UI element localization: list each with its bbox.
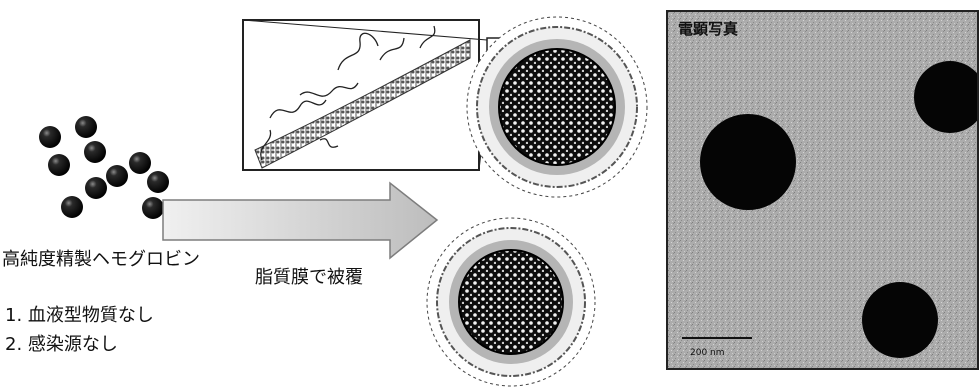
lipid-vesicle-upper — [467, 17, 647, 197]
process-label: 脂質膜で被覆 — [255, 263, 363, 289]
lipid-vesicle-lower — [427, 218, 595, 386]
scale-bar-label: 200 nm — [690, 348, 725, 358]
feature-item-1: 1. 血液型物質なし — [5, 301, 154, 327]
process-arrow — [163, 183, 437, 258]
micrograph-title: 電顕写真 — [678, 18, 738, 39]
feature-item-2: 2. 感染源なし — [5, 330, 118, 356]
micrograph-image — [668, 12, 979, 370]
electron-micrograph: 電顕写真 200 nm — [666, 10, 979, 370]
product-label: 高純度精製ヘモグロビン — [2, 245, 200, 271]
